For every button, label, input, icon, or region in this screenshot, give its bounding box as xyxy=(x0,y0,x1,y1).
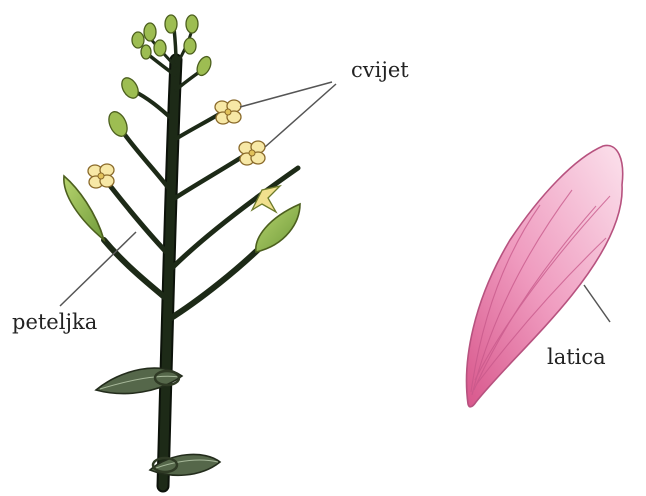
branch-right-flower xyxy=(172,152,250,200)
flower xyxy=(239,141,265,165)
leader-flower-1 xyxy=(240,82,332,107)
leaf-bud-right xyxy=(256,204,300,252)
label-petal: latica xyxy=(547,345,606,369)
bud xyxy=(184,38,196,54)
branch-left-flower xyxy=(104,178,169,255)
leader-lines xyxy=(60,82,336,306)
label-stalk: peteljka xyxy=(12,310,97,334)
branch-left-lower xyxy=(104,240,168,300)
flower xyxy=(88,164,114,188)
bud xyxy=(165,15,177,33)
branch-top-center xyxy=(174,28,176,62)
branch-left-bud xyxy=(120,128,170,190)
bud xyxy=(118,75,141,101)
buds xyxy=(105,15,213,139)
bud xyxy=(186,15,198,33)
label-flower: cvijet xyxy=(351,58,409,82)
branch-right-lower xyxy=(168,240,268,320)
flower xyxy=(215,100,241,124)
leader-petal xyxy=(584,285,610,322)
leader-flower-2 xyxy=(265,84,336,147)
bud xyxy=(132,32,144,48)
bud xyxy=(154,40,166,56)
leader-stalk xyxy=(60,232,136,306)
bud xyxy=(141,45,151,59)
bud xyxy=(144,23,156,41)
plant xyxy=(60,15,336,486)
